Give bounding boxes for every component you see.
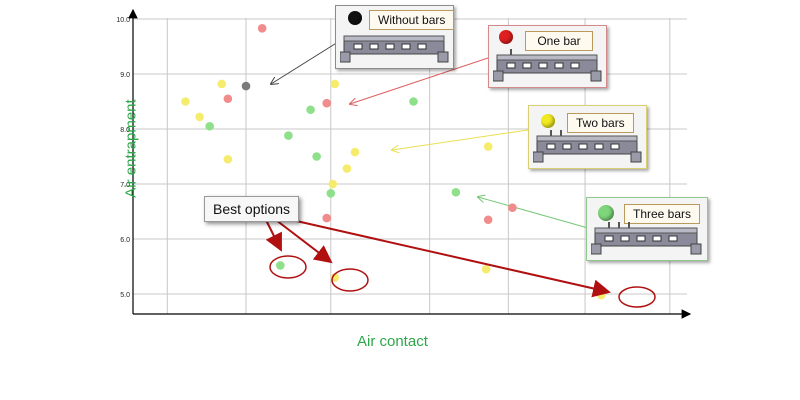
- best-arrow-2: [275, 219, 333, 264]
- data-point: [223, 94, 233, 104]
- legend-without-bars: Without bars: [335, 5, 455, 69]
- black-dot-icon: [348, 11, 362, 25]
- best-options-ellipses: [269, 255, 656, 308]
- best-arrow-3: [291, 219, 611, 298]
- legend-label-without-bars: Without bars: [369, 10, 455, 30]
- y-axis-ticks: 10.0 9.0 8.0 7.0 6.0 5.0: [116, 17, 130, 299]
- data-point: [596, 290, 606, 300]
- data-point: [481, 264, 491, 274]
- data-point: [217, 79, 227, 89]
- x-axis-label: Air contact: [357, 333, 428, 350]
- best-options-label: Best options: [204, 196, 300, 222]
- data-point: [205, 121, 214, 131]
- data-point: [342, 164, 352, 173]
- y-tick-label: 8.0: [120, 127, 130, 134]
- y-tick-label: 6.0: [120, 237, 130, 244]
- best-ellipse-1: [269, 255, 307, 279]
- y-tick-label: 7.0: [120, 182, 130, 189]
- y-tick-label: 5.0: [120, 292, 130, 299]
- y-tick-label: 9.0: [120, 72, 130, 79]
- legend-two-bars: Two bars: [528, 105, 647, 169]
- best-options-arrows: [265, 219, 611, 298]
- bar-machine-icon: [340, 35, 449, 63]
- axes: [128, 8, 692, 319]
- legend-label-three-bars: Three bars: [624, 204, 701, 224]
- data-point: [508, 203, 517, 212]
- data-point: [195, 112, 204, 122]
- y-axis-label: Air entrapment: [122, 99, 140, 198]
- data-point: [409, 97, 418, 106]
- data-point: [241, 81, 251, 91]
- bar-machine-icon: [533, 130, 642, 163]
- data-points: [181, 24, 606, 300]
- data-point: [483, 215, 493, 225]
- data-point: [223, 154, 233, 164]
- yellow-dot-icon: [541, 114, 555, 128]
- legend-one-bar: One bar: [488, 25, 607, 88]
- red-dot-icon: [499, 30, 513, 44]
- data-point: [328, 179, 338, 189]
- three-bars-arrow: [478, 197, 589, 229]
- data-point: [451, 187, 461, 197]
- data-point: [276, 261, 285, 270]
- data-point: [257, 24, 267, 33]
- legend-label-one-bar: One bar: [525, 31, 593, 51]
- y-tick-label: 10.0: [116, 17, 130, 24]
- data-point: [306, 105, 315, 115]
- data-point: [322, 213, 332, 223]
- two-bars-arrow: [392, 129, 529, 150]
- legend-three-bars: Three bars: [586, 197, 708, 261]
- one-bar-arrow: [350, 57, 489, 104]
- bar-machine-icon: [493, 49, 602, 82]
- best-arrow-1: [265, 219, 282, 252]
- data-point: [326, 189, 336, 198]
- best-ellipse-3: [618, 286, 656, 308]
- green-dot-icon: [598, 205, 614, 221]
- data-point: [330, 79, 340, 89]
- legend-label-two-bars: Two bars: [567, 113, 634, 133]
- bar-machine-icon: [591, 222, 702, 255]
- data-point: [284, 131, 293, 140]
- without-bars-arrow: [271, 41, 339, 84]
- data-point: [483, 142, 493, 151]
- data-point: [181, 97, 190, 106]
- data-point: [312, 152, 321, 161]
- data-point: [350, 147, 360, 157]
- data-point: [322, 98, 332, 108]
- best-ellipse-2: [331, 268, 369, 292]
- callout-arrows: [271, 41, 589, 229]
